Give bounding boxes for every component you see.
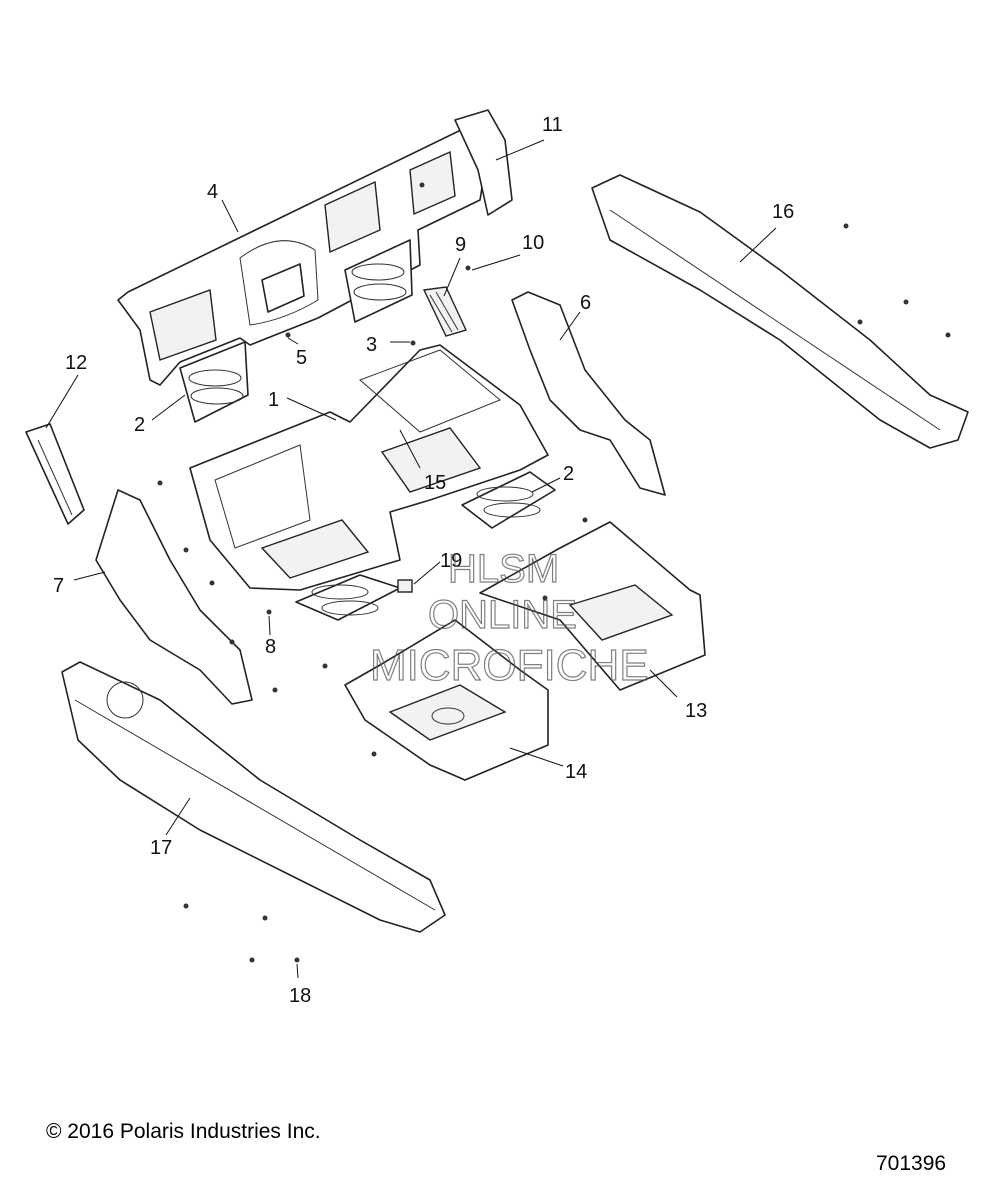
part-13-storage-bin-right xyxy=(479,521,706,691)
part-1-floor-tub xyxy=(189,344,549,591)
fastener-5 xyxy=(285,332,291,338)
fastener-10 xyxy=(465,265,471,271)
fastener-18 xyxy=(294,957,300,963)
watermark-line-1: HLSM xyxy=(448,547,559,591)
watermark-line-3: MICROFICHE xyxy=(370,641,649,690)
part-2-floor-mat-upper-right xyxy=(344,239,413,323)
part-7-left-inner-panel xyxy=(95,489,253,705)
part-11-bracket xyxy=(454,109,513,216)
part-16-right-rocker xyxy=(591,174,969,449)
callout-8: 8 xyxy=(265,636,276,658)
fastener-8 xyxy=(266,609,272,615)
watermark: HLSM ONLINE MICROFICHE xyxy=(369,546,649,690)
callout-15: 15 xyxy=(424,472,446,494)
callout-14: 14 xyxy=(565,761,587,783)
part-12-side-trim xyxy=(25,423,85,525)
callout-9: 9 xyxy=(455,234,466,256)
part-6-right-inner-panel xyxy=(511,291,666,496)
callout-3: 3 xyxy=(366,334,377,356)
callout-1: 1 xyxy=(268,389,279,411)
callout-13: 13 xyxy=(685,700,707,722)
part-2-floor-mat-upper-left xyxy=(179,341,249,423)
callout-6: 6 xyxy=(580,292,591,314)
drawing-number: 701396 xyxy=(876,1152,947,1175)
callout-2: 2 xyxy=(134,414,145,436)
callout-19: 19 xyxy=(440,550,462,572)
callout-4: 4 xyxy=(207,181,218,203)
part-2-floor-mat-lower xyxy=(461,471,556,529)
callout-12: 12 xyxy=(65,352,87,374)
part-14-storage-bin-left xyxy=(344,619,549,781)
callout-labels: 1 2 2 3 4 5 6 7 8 9 10 11 12 13 14 15 16… xyxy=(53,114,794,1007)
part-4-dash-panel xyxy=(117,127,485,386)
watermark-line-2: ONLINE xyxy=(428,593,577,637)
callout-17: 17 xyxy=(150,837,172,859)
leader-lines xyxy=(45,139,777,979)
copyright-notice: © 2016 Polaris Industries Inc. xyxy=(46,1120,321,1143)
callout-5: 5 xyxy=(296,347,307,369)
callout-7: 7 xyxy=(53,575,64,597)
callout-10: 10 xyxy=(522,232,544,254)
callout-11: 11 xyxy=(542,114,563,136)
fasteners xyxy=(157,182,951,963)
part-9-grille xyxy=(422,286,467,337)
callout-2: 2 xyxy=(563,463,574,485)
part-19-floor-mat-front xyxy=(295,574,413,621)
part-17-left-rocker xyxy=(61,661,446,933)
fastener-3 xyxy=(410,340,416,346)
callout-18: 18 xyxy=(289,985,311,1007)
callout-16: 16 xyxy=(772,201,794,223)
